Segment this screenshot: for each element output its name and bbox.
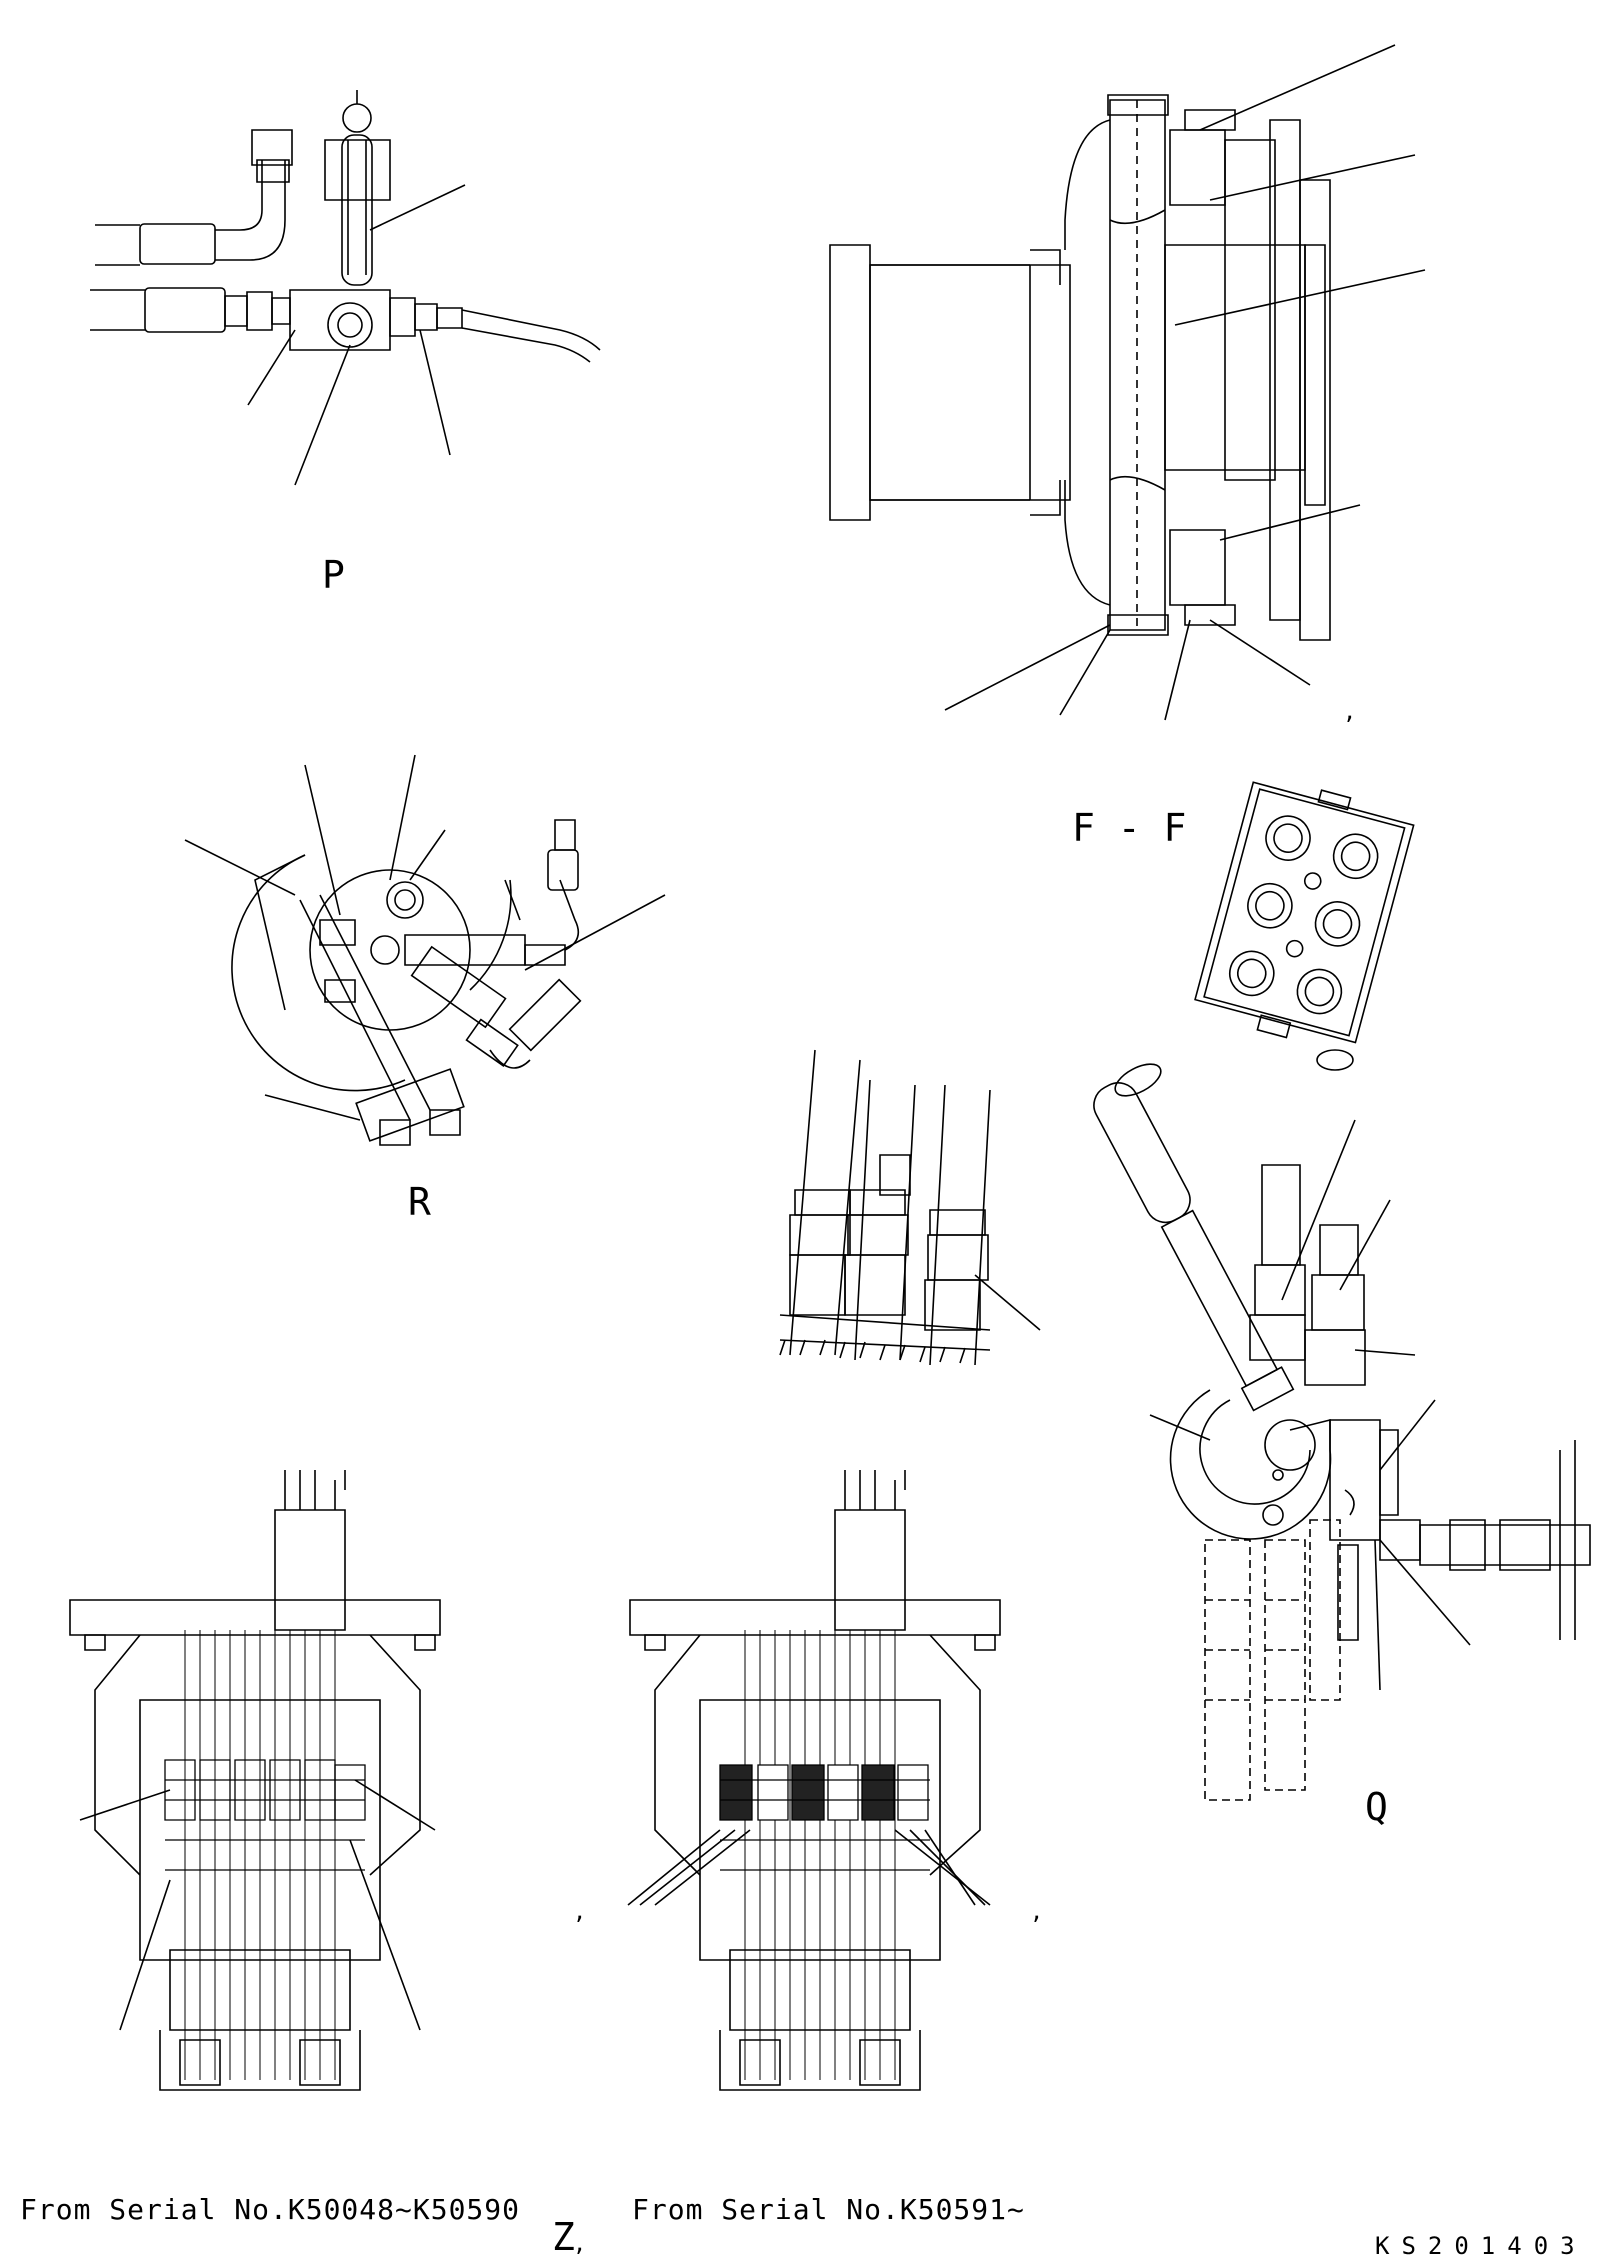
view-ff-drawing — [830, 45, 1425, 720]
hose-fittings-drawing — [780, 1050, 1040, 1365]
view-p-drawing — [90, 90, 600, 485]
view-label-z: Z — [552, 2215, 575, 2259]
ref-mark: , — [573, 2232, 587, 2257]
serial-range-right: From Serial No.K50591~ — [632, 2193, 1025, 2226]
view-z-left-drawing — [70, 1470, 440, 2090]
view-label-ff: F - F — [1072, 806, 1187, 850]
ref-mark: , — [1030, 1900, 1044, 1925]
view-label-p: P — [322, 553, 345, 597]
coupler-block-drawing — [1192, 773, 1417, 1070]
view-r-drawing — [185, 755, 665, 1145]
serial-range-left: From Serial No.K50048~K50590 — [20, 2193, 521, 2226]
view-z-right-drawing — [628, 1470, 1000, 2090]
ref-mark: , — [573, 1900, 587, 1925]
view-label-q: Q — [1365, 1785, 1388, 1829]
ref-mark: , — [1343, 700, 1357, 725]
view-label-r: R — [408, 1180, 431, 1224]
view-q-drawing — [1087, 1058, 1590, 1800]
drawing-code: KS201403 — [1375, 2232, 1587, 2260]
